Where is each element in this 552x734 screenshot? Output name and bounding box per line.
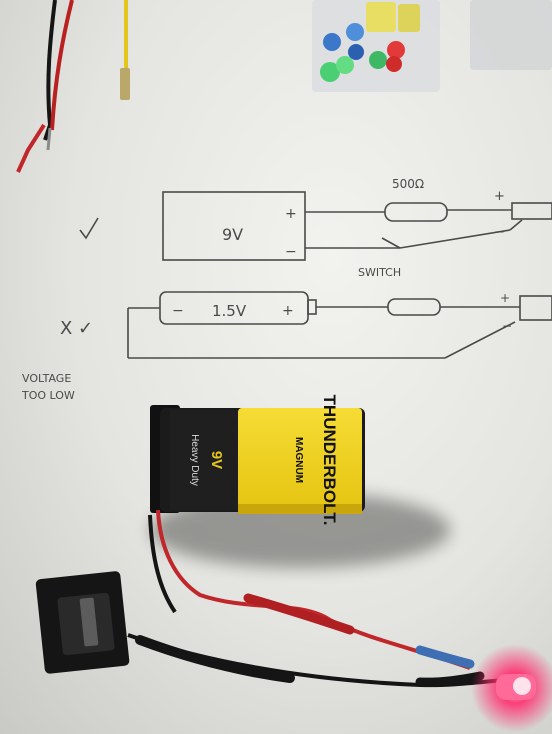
sketch-note-line1: VOLTAGE	[22, 372, 71, 385]
battery-brand: THUNDERBOLT.	[320, 395, 339, 526]
sketch-15v-label: 1.5V	[212, 302, 247, 320]
sketch-15v-led-minus: −	[502, 319, 512, 333]
sketch-led-minus: −	[494, 225, 505, 240]
led-bag	[312, 0, 552, 92]
sketch-15v-led-plus: +	[500, 291, 510, 305]
battery-voltage: 9V	[208, 451, 225, 469]
sketch-15v-circuit	[127, 291, 552, 359]
sketch-9v-label: 9V	[222, 225, 243, 244]
sketch-15v-plus: +	[282, 303, 294, 319]
sketch-note-line2: TOO LOW	[21, 389, 75, 402]
sketch-cross-check: X ✓	[60, 318, 93, 339]
loose-wires	[16, 0, 130, 173]
rocker-switch	[35, 571, 130, 674]
battery-sub-brand: MAGNUM	[293, 437, 304, 483]
sketch-resistor-label: 500Ω	[392, 177, 424, 191]
battery-grade: Heavy Duty	[189, 434, 200, 486]
led-lit	[471, 644, 552, 732]
sketch-9v-circuit	[79, 191, 552, 261]
sketch-15v-minus: −	[172, 303, 184, 319]
sketch-9v-minus: −	[285, 244, 297, 260]
sketch-switch-label: SWITCH	[358, 266, 401, 279]
battery-9v	[150, 405, 365, 514]
sketch-led-plus: +	[494, 189, 505, 204]
sketch-9v-plus: +	[285, 206, 297, 222]
